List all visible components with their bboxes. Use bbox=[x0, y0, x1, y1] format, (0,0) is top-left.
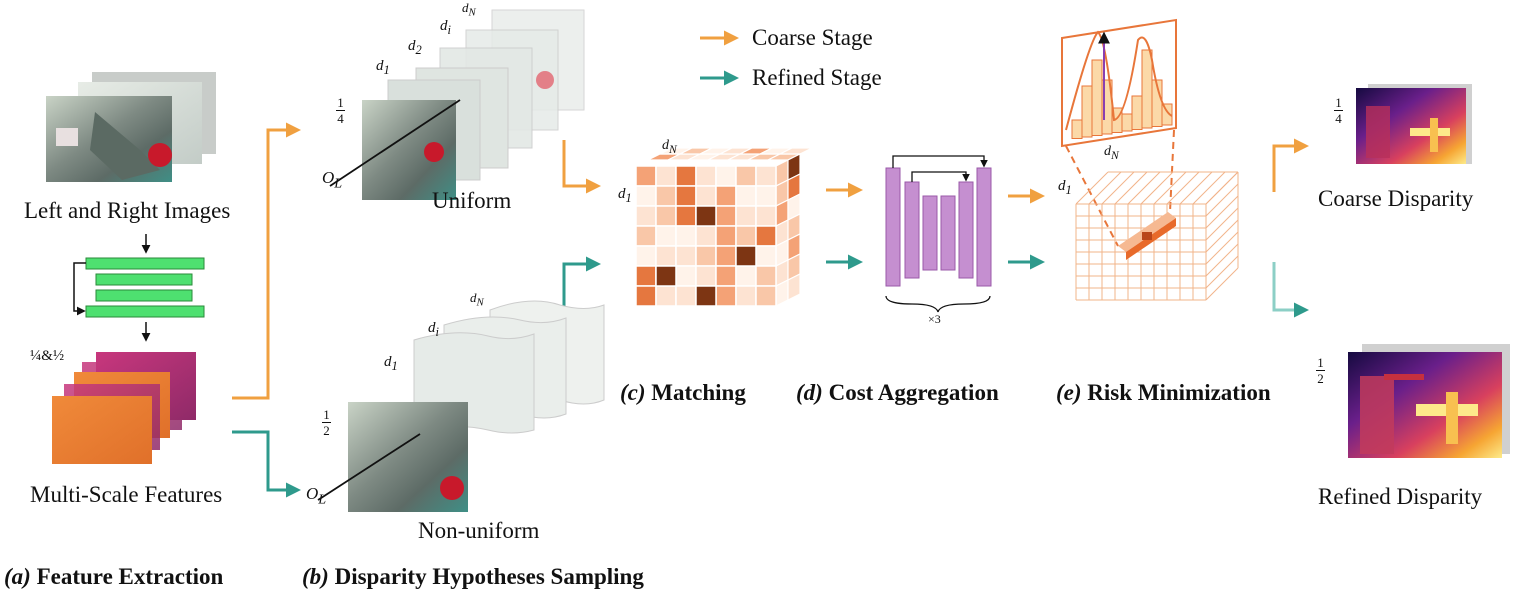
grid-dN-label: dN bbox=[1104, 144, 1119, 162]
uniform-dN-label: dN bbox=[462, 0, 476, 19]
uniform-label: Uniform bbox=[432, 188, 512, 213]
uniform-d2-label: d2 bbox=[408, 38, 422, 57]
refined-disparity-map bbox=[1348, 344, 1510, 458]
uniform-ol-label: OL bbox=[322, 168, 343, 192]
refined-disparity-label: Refined Disparity bbox=[1318, 484, 1483, 509]
legend-refined-label: Refined Stage bbox=[752, 65, 882, 90]
coarse-disparity-map bbox=[1356, 84, 1472, 164]
nonuniform-dN-label: dN bbox=[470, 290, 484, 309]
uniform-di-label: di bbox=[440, 18, 451, 37]
multiscale-features bbox=[52, 352, 196, 464]
caption-hypotheses-sampling: (b) Disparity Hypotheses Sampling bbox=[302, 564, 644, 589]
nonuniform-label: Non-uniform bbox=[418, 518, 540, 543]
caption-risk-minimization: (e) Risk Minimization bbox=[1056, 380, 1271, 405]
probability-volume-grid bbox=[1075, 171, 1239, 301]
cube-dN-label: dN bbox=[662, 138, 677, 156]
nonuniform-d1-label: d1 bbox=[384, 354, 398, 373]
coarse-connector-e-out bbox=[1272, 138, 1309, 192]
nonuniform-di-label: di bbox=[428, 320, 439, 339]
coarse-connector-a-b bbox=[232, 122, 301, 400]
refined-connector-e-out bbox=[1272, 262, 1309, 318]
features-label: Multi-Scale Features bbox=[30, 482, 223, 507]
coarse-disparity-label: Coarse Disparity bbox=[1318, 186, 1474, 211]
nonuniform-ol-label: OL bbox=[306, 484, 327, 508]
uniform-d1-label: d1 bbox=[376, 58, 390, 77]
refined-connector-a-b bbox=[232, 430, 301, 498]
cost-volume-cube bbox=[635, 147, 813, 307]
uniform-hypotheses-stack bbox=[329, 9, 585, 200]
hourglass-network bbox=[885, 155, 992, 313]
cube-d1-label: d1 bbox=[618, 186, 632, 205]
refined-connector-b-c bbox=[562, 256, 601, 320]
input-images bbox=[46, 72, 216, 182]
images-label: Left and Right Images bbox=[24, 198, 231, 223]
feature-extractor-icon bbox=[73, 234, 205, 342]
legend-coarse-label: Coarse Stage bbox=[752, 25, 873, 50]
caption-feature-extraction: (a) Feature Extraction bbox=[4, 564, 224, 589]
disparity-distribution-histogram bbox=[1061, 18, 1177, 247]
caption-matching: (c) Matching bbox=[620, 380, 746, 405]
nonuniform-hypotheses-stack bbox=[317, 300, 605, 512]
hourglass-repeat-label: ×3 bbox=[928, 312, 941, 326]
scale-label: ¼&½ bbox=[30, 348, 65, 364]
caption-cost-aggregation: (d) Cost Aggregation bbox=[796, 380, 999, 405]
coarse-connector-b-c bbox=[562, 140, 601, 194]
grid-d1-label: d1 bbox=[1058, 178, 1072, 197]
